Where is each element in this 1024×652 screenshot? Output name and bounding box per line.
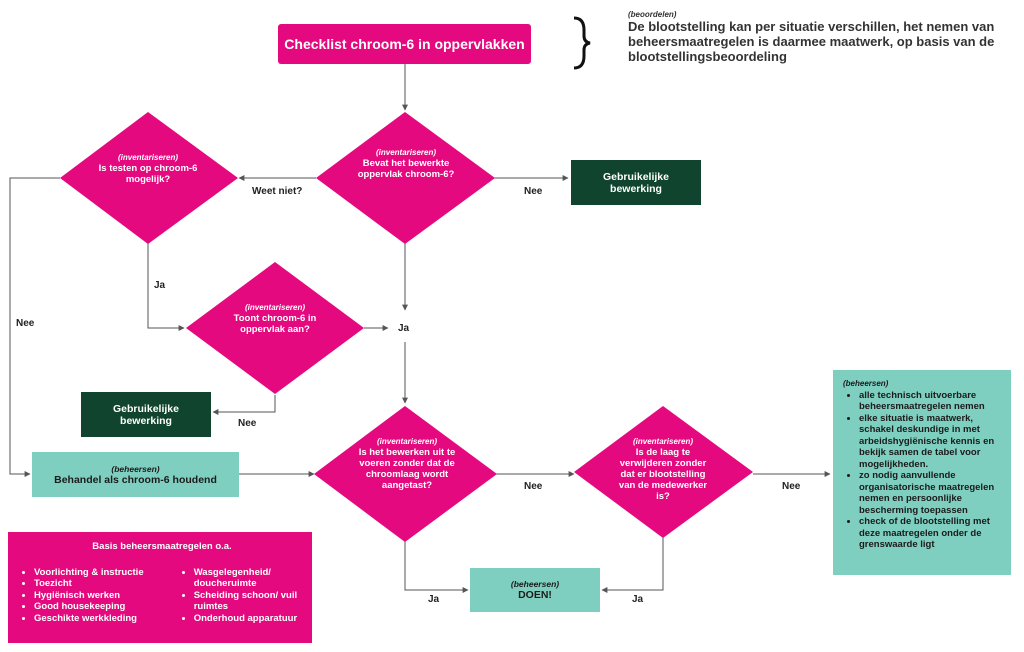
list-item: Wasgelegenheid/ doucheruimte xyxy=(194,567,302,590)
decision-diamond-d4 xyxy=(314,406,497,542)
edge-d3-gebruikelijk2 xyxy=(212,395,276,415)
list-item: alle technisch uitvoerbare beheersmaatre… xyxy=(859,390,1001,413)
edge-label-nee-d4: Nee xyxy=(524,481,543,492)
edge-label-ja-d5: Ja xyxy=(632,594,644,605)
decision-d1: (inventariseren) Bevat het bewerkte oppe… xyxy=(350,147,462,180)
decision-d5-tag: (inventariseren) xyxy=(632,437,694,446)
edge-label-ja-d2: Ja xyxy=(154,280,166,291)
edge-label-nee-left: Nee xyxy=(16,318,35,329)
decision-d4: (inventariseren) Is het bewerken uit te … xyxy=(355,436,459,491)
note-text: De blootstelling kan per situatie versch… xyxy=(628,19,995,64)
list-item: zo nodig aanvullende organisatorische ma… xyxy=(859,470,1001,516)
page-title: Checklist chroom-6 in oppervlakken xyxy=(284,36,525,52)
list-item: Voorlichting & instructie xyxy=(34,567,182,579)
decision-diamond-d3 xyxy=(186,262,364,394)
decision-d5-text: Is de laag te verwijderen zonder dat er … xyxy=(618,447,708,502)
decision-d3-tag: (inventariseren) xyxy=(244,303,306,312)
decision-d4-tag: (inventariseren) xyxy=(376,437,438,446)
list-item: check of de blootstelling met deze maatr… xyxy=(859,516,1001,551)
control-measures-list: alle technisch uitvoerbare beheersmaatre… xyxy=(843,390,1001,551)
basic-measures-box: Basis beheersmaatregelen o.a. Voorlichti… xyxy=(8,532,312,643)
edge-label-ja-d4: Ja xyxy=(428,594,440,605)
treat-as-chrome6-box: (beheersen) Behandel als chroom-6 houden… xyxy=(32,452,239,497)
decision-diamond-d1 xyxy=(316,112,495,244)
basic-measures-col1: Voorlichting & instructie Toezicht Hygië… xyxy=(22,567,182,625)
do-it-label: DOEN! xyxy=(518,589,552,601)
control-measures-tag: (beheersen) xyxy=(843,379,889,388)
decision-d1-tag: (inventariseren) xyxy=(375,148,437,157)
edge-d2-d3 xyxy=(147,243,185,331)
decision-diamond-d2 xyxy=(60,112,238,244)
decision-d2-tag: (inventariseren) xyxy=(117,153,179,162)
usual-processing-box-1: Gebruikelijke bewerking xyxy=(571,160,701,205)
edge-label-ja-mid: Ja xyxy=(398,323,410,334)
note-tag: (beoordelen) xyxy=(628,10,677,19)
list-item: Good housekeeping xyxy=(34,601,182,613)
control-measures-box: (beheersen) alle technisch uitvoerbare b… xyxy=(833,370,1011,575)
edge-label-weet-niet: Weet niet? xyxy=(252,186,303,197)
list-item: elke situatie is maatwerk, schakel desku… xyxy=(859,413,1001,471)
do-it-tag: (beheersen) xyxy=(510,579,560,589)
edge-label-nee-d3: Nee xyxy=(238,418,257,429)
usual-processing-label-2: Gebruikelijke bewerking xyxy=(113,402,179,427)
do-it-box: (beheersen) DOEN! xyxy=(470,568,600,612)
title-box: Checklist chroom-6 in oppervlakken xyxy=(278,24,531,64)
decision-d2-text: Is testen op chroom-6 mogelijk? xyxy=(98,163,198,185)
decision-diamond-d5 xyxy=(574,406,753,538)
edge-label-nee-d5: Nee xyxy=(782,481,801,492)
decision-d2: (inventariseren) Is testen op chroom-6 m… xyxy=(98,152,198,185)
basic-measures-col2: Wasgelegenheid/ doucheruimte Scheiding s… xyxy=(182,567,302,625)
treat-tag: (beheersen) xyxy=(111,463,160,474)
edge-d4-doen xyxy=(404,540,469,593)
usual-processing-label-1: Gebruikelijke bewerking xyxy=(603,170,669,195)
edge-d5-doen xyxy=(601,536,664,593)
treat-label: Behandel als chroom-6 houdend xyxy=(54,473,217,486)
assessment-note: (beoordelen) De blootstelling kan per si… xyxy=(628,10,1008,64)
list-item: Onderhoud apparatuur xyxy=(194,613,302,625)
usual-processing-box-2: Gebruikelijke bewerking xyxy=(81,392,211,437)
list-item: Hygiënisch werken xyxy=(34,590,182,602)
decision-d5: (inventariseren) Is de laag te verwijder… xyxy=(612,436,714,502)
list-item: Toezicht xyxy=(34,578,182,590)
list-item: Geschikte werkkleding xyxy=(34,613,182,625)
decision-d4-text: Is het bewerken uit te voeren zonder dat… xyxy=(358,447,456,491)
decision-d3-text: Toont chroom-6 in oppervlak aan? xyxy=(233,313,317,335)
edge-d2-behandel xyxy=(9,177,60,477)
edge-label-nee-top: Nee xyxy=(524,186,543,197)
list-item: Scheiding schoon/ vuil ruimtes xyxy=(194,590,302,613)
decision-d3: (inventariseren) Toont chroom-6 in opper… xyxy=(224,302,326,335)
decision-d1-text: Bevat het bewerkte oppervlak chroom-6? xyxy=(357,158,455,180)
basic-measures-title: Basis beheersmaatregelen o.a. xyxy=(92,541,232,552)
brace-icon xyxy=(573,16,591,70)
